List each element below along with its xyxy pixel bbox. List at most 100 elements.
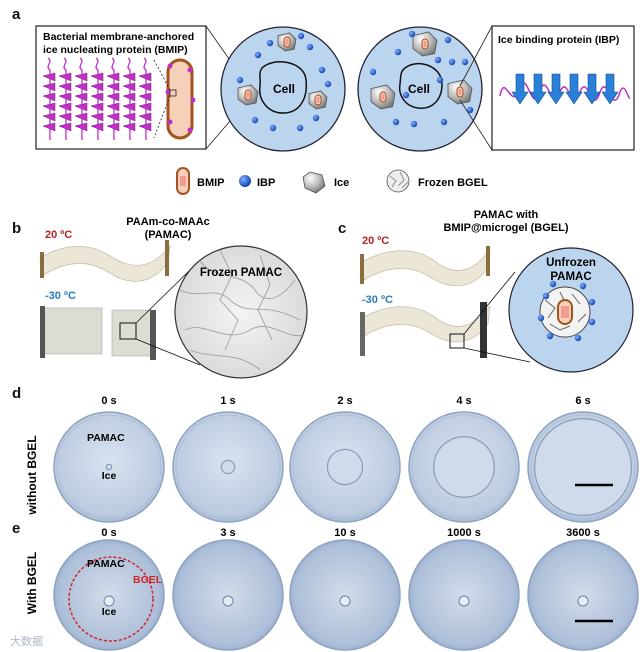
time-label: 3600 s <box>566 527 600 539</box>
cell-outline <box>259 61 308 114</box>
ibp-dot-icon <box>444 36 452 44</box>
bmip-sheet <box>138 122 152 132</box>
bmip-sheet <box>42 122 56 132</box>
dish-disc <box>289 539 401 651</box>
time-label: 10 s <box>334 527 355 539</box>
dish-disc <box>408 539 520 651</box>
bmip-sheet <box>74 72 88 82</box>
panel-b-letter: b <box>12 220 21 237</box>
time-label: 0 s <box>101 395 116 407</box>
petri-dish <box>527 411 639 523</box>
dish-rim <box>56 542 162 648</box>
panel-c-temp-warm: 20 ºC <box>362 235 389 247</box>
bgel-strip-warm <box>361 248 491 287</box>
frozen-bgel-texture <box>389 171 409 189</box>
bmip-sheet <box>42 92 56 102</box>
watermark: 大数据 <box>10 634 43 648</box>
ibp-dot-icon <box>574 334 582 342</box>
bmip-sheet <box>122 102 136 112</box>
bmip-strand <box>111 57 115 140</box>
petri-dish <box>408 539 520 651</box>
dish-rim <box>411 414 517 520</box>
time-label: 4 s <box>456 395 471 407</box>
callout-line <box>135 269 191 324</box>
bmip-sheet <box>106 92 120 102</box>
ice-crystals-right <box>370 31 473 110</box>
ibp-dot-icon <box>297 32 305 40</box>
ibp-dot-icon <box>466 106 474 114</box>
ibp-dot-icon <box>448 58 456 66</box>
bmip-anchor <box>187 67 193 73</box>
clamp <box>360 312 365 356</box>
clamp <box>165 240 169 276</box>
panel-c-letter: c <box>338 220 346 237</box>
dish-rim <box>175 542 281 648</box>
bgel-boundary <box>68 556 154 642</box>
dish-rim <box>411 542 517 648</box>
panel-a-letter: a <box>12 6 21 23</box>
frozen-slab <box>111 309 153 357</box>
ibp-dot-icon <box>542 292 550 300</box>
bmip-protein <box>42 57 56 140</box>
bgel-label: BGEL <box>133 574 163 586</box>
bmip-core <box>285 39 289 45</box>
bmip-anchor <box>187 127 193 133</box>
panel-c-title-line2: BMIP@microgel (BGEL) <box>443 222 568 234</box>
ice-seed <box>577 595 589 607</box>
zoom-marker <box>169 89 177 97</box>
bmip-sheet <box>138 82 152 92</box>
ibp-dot-icon <box>266 39 274 47</box>
ice-front <box>433 436 495 498</box>
bmip-strand <box>127 57 131 140</box>
frozen-slab <box>41 307 103 355</box>
bmip-strand <box>47 57 51 140</box>
bmip-sheet <box>122 82 136 92</box>
zoom-line <box>153 95 171 139</box>
zoom-marker <box>449 333 465 349</box>
zoom-marker <box>119 322 137 340</box>
zoom-line <box>153 59 171 91</box>
bmip-sheet <box>90 112 104 122</box>
panel-d-letter: d <box>12 385 21 402</box>
cell-outline <box>398 63 443 109</box>
ibp-dot-icon <box>546 332 554 340</box>
bmip-core <box>246 92 250 98</box>
marble-texture <box>179 249 306 371</box>
panel-b-temp-warm: 20 ºC <box>45 229 72 241</box>
bmip-anchor <box>165 89 171 95</box>
frozen-pamac-zoom <box>174 245 308 379</box>
bmip-sheet <box>74 102 88 112</box>
bmip-sheet <box>106 82 120 92</box>
bmip-protein <box>122 57 136 140</box>
ice-front <box>105 463 113 471</box>
bmip-core <box>423 41 427 47</box>
bmip-sheet <box>74 92 88 102</box>
ibp-dot-icon <box>318 66 326 74</box>
bmip-sheet <box>74 122 88 132</box>
bmip-sheet <box>122 72 136 82</box>
panel-c-temp-cold: -30 ºC <box>362 294 393 306</box>
dish-rim <box>530 542 636 648</box>
bmip-sheet <box>106 102 120 112</box>
ice-label: Ice <box>102 606 117 618</box>
clamp <box>40 252 44 278</box>
ibp-dot-icon <box>269 124 277 132</box>
panel-b: b PAAm-co-MAAc (PAMAC) 20 ºC -30 ºC Froz… <box>12 216 308 379</box>
bmip-core <box>458 89 462 95</box>
petri-dish <box>172 411 284 523</box>
pamac-label: PAMAC <box>87 558 125 570</box>
legend-ice: Ice <box>334 177 349 189</box>
ibp-dot-icon <box>402 91 410 99</box>
ibp-dot-icon <box>392 118 400 126</box>
ibp-dots-left <box>236 32 332 132</box>
ice-legend-icon <box>302 171 326 194</box>
bmip-title-line2: ice nucleating protein (BMIP) <box>43 44 188 56</box>
panel-e-letter: e <box>12 520 20 537</box>
ibp-dot-icon <box>408 30 416 38</box>
ibp-dot-icon <box>461 58 469 66</box>
bmip-protein-array <box>42 57 152 140</box>
ibp-dot-icon <box>588 298 596 306</box>
ibp-dots-right <box>369 30 474 128</box>
